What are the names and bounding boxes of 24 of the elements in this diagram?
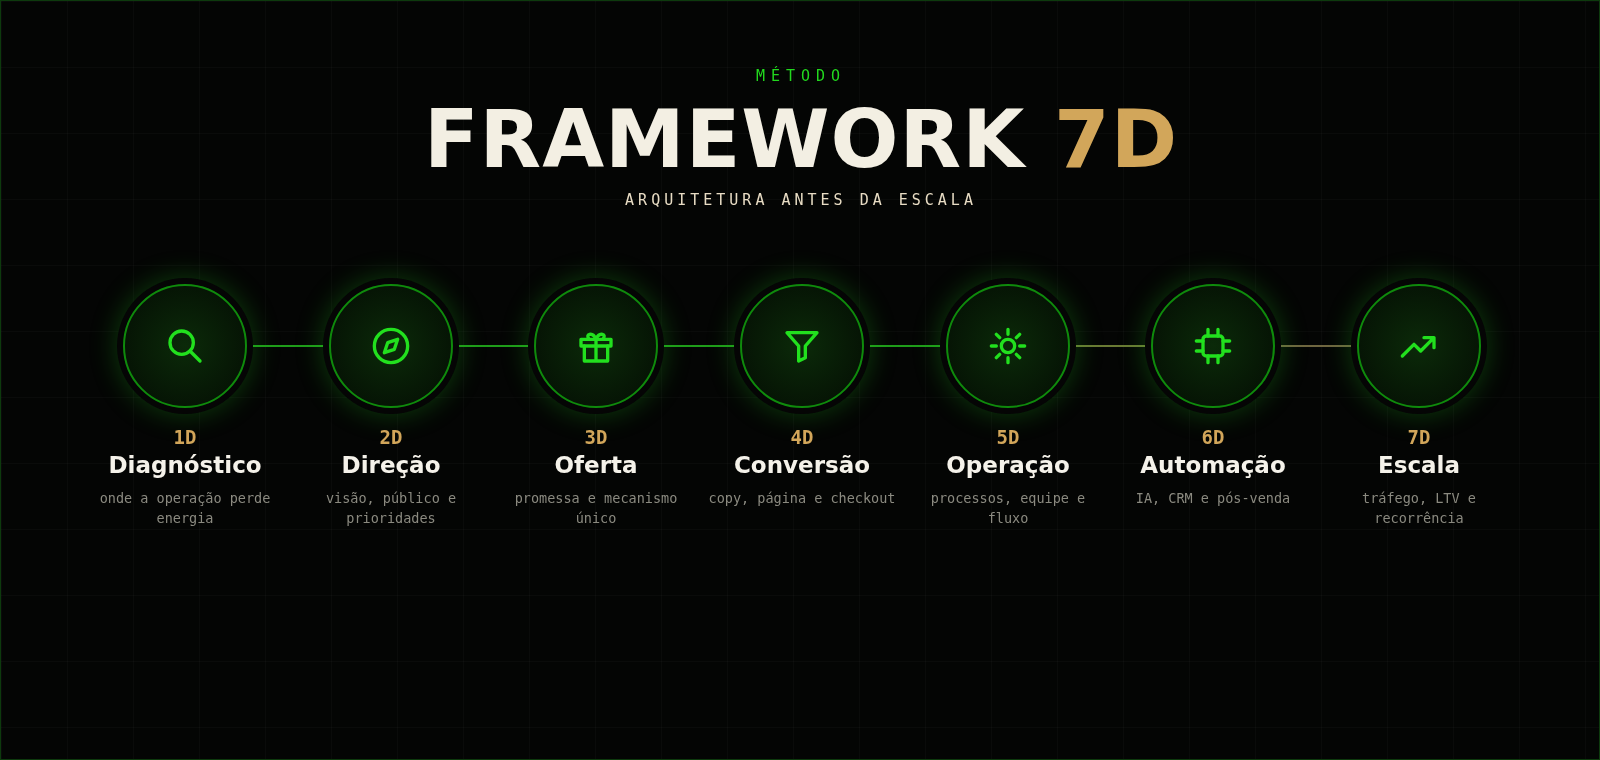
step-title: Operação	[946, 452, 1070, 478]
step-title: Diagnóstico	[108, 452, 262, 478]
step-number: 2D	[379, 426, 403, 448]
subtitle: ARQUITETURA ANTES DA ESCALA	[625, 191, 977, 209]
step-description: tráfego, LTV e recorrência	[1361, 489, 1477, 528]
step-title: Oferta	[554, 452, 638, 478]
step-number: 4D	[790, 426, 814, 448]
step-number: 5D	[996, 426, 1020, 448]
step-title: Conversão	[734, 452, 870, 478]
step-number: 1D	[173, 426, 197, 448]
step-number: 3D	[584, 426, 608, 448]
title: FRAMEWORK 7D	[423, 93, 1179, 186]
step-title: Direção	[341, 452, 441, 478]
kicker-text: MÉTODO	[755, 67, 847, 85]
step-title: Automação	[1140, 452, 1286, 478]
step-description: visão, público e prioridades	[324, 489, 457, 528]
step-description: IA, CRM e pós-venda	[1134, 489, 1292, 508]
step-number: 6D	[1201, 426, 1225, 448]
step-title: Escala	[1378, 452, 1460, 478]
step-description: copy, página e checkout	[707, 489, 897, 508]
step-number: 7D	[1407, 426, 1431, 448]
step-description: processos, equipe e fluxo	[929, 489, 1087, 528]
step-description: onde a operação perde energia	[98, 489, 272, 528]
step-description: promessa e mecanismo único	[513, 489, 679, 528]
